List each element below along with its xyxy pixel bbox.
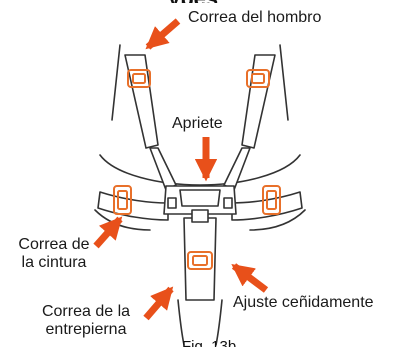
label-shoulder-strap: Correa del hombro [188,9,322,26]
label-waist-strap: Correa de la cintura [6,236,102,273]
orange-arrow-icon [93,18,269,321]
label-tighten: Apriete [172,115,223,132]
seat-outline [94,44,306,346]
arrow-adjust [231,263,269,293]
arrow-shoulder [145,18,181,50]
arrow-crotch [143,286,174,321]
harness-buckle-icon [163,185,237,223]
label-waist-line1: Correa de [18,236,90,253]
label-crotch-line2: entrepierna [45,321,127,339]
label-crotch-line1: Correa de la [41,303,131,320]
header-fragment: ypes [168,0,218,3]
label-waist-line2: la cintura [21,254,87,272]
adjuster-slide-icon [113,69,281,270]
label-crotch-strap: Correa de la entrepierna [28,303,144,340]
arrow-waist [93,216,123,249]
figure-caption-fragment: Fig. 13b [182,339,236,347]
label-adjust-snugly: Ajuste ceñidamente [233,294,374,311]
